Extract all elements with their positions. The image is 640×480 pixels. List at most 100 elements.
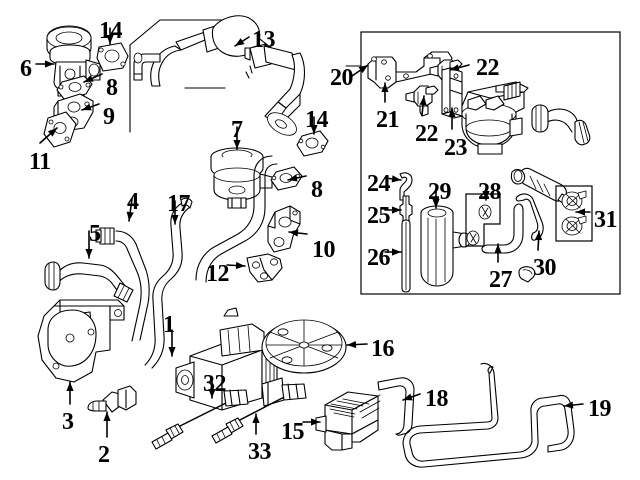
leader-arrowhead-19 (564, 401, 574, 409)
leader-arrowhead-24 (391, 175, 401, 183)
callout-label-19: 19 (588, 396, 612, 422)
leader-arrowhead-1 (168, 347, 176, 356)
leader-arrowhead-25 (392, 206, 401, 214)
part-1-air-pump (175, 155, 285, 411)
part-26-rod (401, 219, 411, 293)
part-27-connecting-hose (481, 203, 524, 254)
part-28-check-valve-set (465, 193, 501, 247)
part-12-mounting-bracket (246, 253, 283, 283)
callout-label-28: 28 (478, 179, 502, 205)
callout-label-14: 14 (305, 107, 329, 133)
callout-label-15: 15 (281, 419, 305, 445)
part-7-combination-valve (210, 147, 273, 209)
part-24-retaining-clip (399, 172, 413, 201)
callout-label-2: 2 (98, 442, 110, 468)
callout-label-8: 8 (106, 75, 118, 101)
leader-arrowhead-10 (289, 229, 299, 237)
part-15-control-module (315, 391, 381, 451)
leader-arrowhead-33 (252, 414, 260, 423)
leader-arrowhead-9 (82, 103, 92, 111)
callout-label-24: 24 (367, 171, 391, 197)
callout-label-12: 12 (206, 261, 230, 287)
leader-arrowhead-30 (534, 231, 543, 241)
callout-label-4: 4 (127, 189, 139, 215)
callout-label-29: 29 (428, 179, 452, 205)
part-10-valve-bracket (267, 205, 301, 253)
leader-arrowhead-14 (106, 35, 114, 44)
leader-arrowhead-32 (208, 389, 216, 398)
leader-arrowhead-21 (381, 83, 389, 92)
part-33-oxygen-sensor-rear (211, 383, 307, 444)
part-22-vacuum-solenoid-lower (405, 85, 439, 117)
part-3-pump-bracket (37, 299, 125, 383)
callout-label-16: 16 (371, 336, 395, 362)
callout-label-11: 11 (29, 149, 51, 175)
callout-label-7: 7 (231, 117, 243, 143)
callout-label-10: 10 (312, 237, 336, 263)
part-16-pump-shield (261, 319, 347, 374)
callout-label-23: 23 (444, 135, 468, 161)
leader-arrowhead-15 (311, 418, 320, 426)
leader-arrowhead-8 (288, 174, 298, 182)
part-21-mounting-plate (367, 51, 453, 89)
leader-arrowhead-14 (310, 125, 318, 134)
part-14-flange-gasket-upper (96, 42, 129, 72)
callout-label-31: 31 (594, 207, 618, 233)
part-4-vacuum-hose (95, 227, 150, 342)
part-14-flange-gasket-right (296, 130, 329, 157)
leader-arrowhead-27 (494, 244, 502, 253)
leader-arrowhead-8 (84, 75, 94, 82)
callout-arrows (35, 27, 591, 438)
callout-label-18: 18 (425, 386, 449, 412)
leader-arrowhead-20 (358, 65, 368, 74)
leader-arrowhead-5 (85, 249, 93, 258)
callout-label-3: 3 (62, 409, 74, 435)
callout-label-8: 8 (311, 177, 323, 203)
callout-label-20: 20 (330, 65, 354, 91)
callout-label-25: 25 (367, 203, 391, 229)
part-32-oxygen-sensor-front (151, 389, 249, 450)
callout-label-22: 22 (415, 121, 439, 147)
inset-panel-secondary-air (345, 31, 621, 295)
leader-arrowhead-22 (450, 64, 460, 72)
callout-label-5: 5 (89, 221, 101, 247)
inset-upper-hose (531, 104, 591, 146)
leader-arrowhead-12 (235, 261, 245, 270)
callout-label-17: 17 (167, 191, 191, 217)
leader-arrowhead-26 (392, 248, 401, 256)
callout-label-1: 1 (163, 312, 175, 338)
callout-label-26: 26 (367, 245, 391, 271)
callout-label-14: 14 (99, 18, 123, 44)
leader-arrowhead-7 (233, 140, 241, 149)
callout-label-13: 13 (252, 27, 276, 53)
leader-arrowhead-2 (103, 412, 111, 421)
callout-label-32: 32 (203, 371, 227, 397)
callout-label-6: 6 (20, 56, 32, 82)
leader-arrowhead-28 (482, 191, 490, 200)
leader-arrowhead-4 (126, 211, 134, 221)
inset-washer (518, 266, 536, 283)
leader-arrowhead-29 (432, 199, 440, 208)
leader-arrowhead-3 (66, 382, 74, 391)
leader-arrowhead-18 (403, 393, 413, 401)
leader-arrowhead-23 (448, 108, 456, 117)
part-2-temperature-sensor (87, 385, 137, 413)
leader-arrowhead-22 (419, 96, 427, 106)
part-11-gasket-flange (43, 111, 77, 148)
part-8-gasket-right (270, 166, 303, 191)
callout-label-33: 33 (248, 439, 272, 465)
part-31-hose-clamp-set (555, 185, 593, 242)
callout-label-21: 21 (376, 107, 400, 133)
inset-air-pump (461, 81, 529, 155)
part-29-air-filter-canister (420, 205, 471, 287)
callout-label-30: 30 (533, 255, 557, 281)
part-13-egr-pipe (129, 15, 306, 136)
part-5-egr-hose (44, 261, 134, 303)
callout-label-27: 27 (489, 267, 513, 293)
part-17-vacuum-line (144, 197, 193, 369)
leader-arrowhead-17 (171, 215, 179, 224)
callout-label-22: 22 (476, 55, 500, 81)
leader-arrowhead-31 (576, 208, 585, 216)
